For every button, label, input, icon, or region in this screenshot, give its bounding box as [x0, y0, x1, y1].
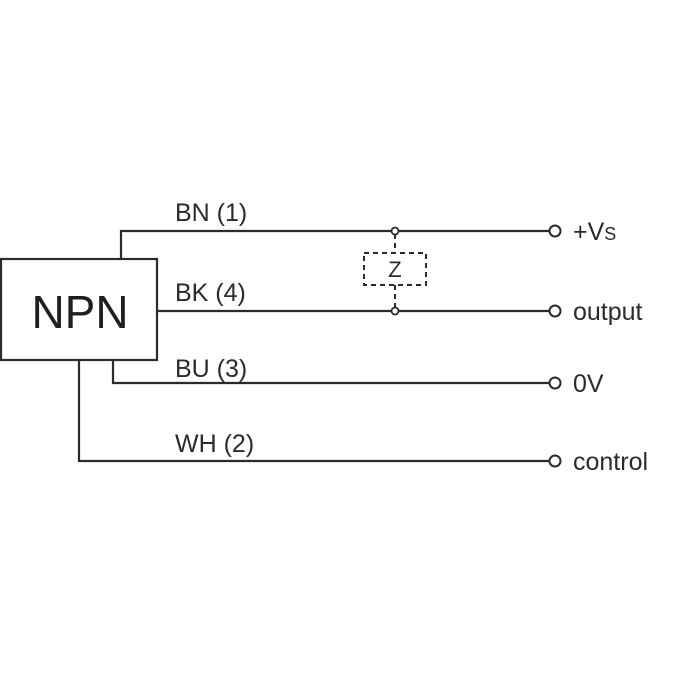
terminal-vs: [548, 224, 562, 238]
terminal-vs-label: +VS: [573, 218, 616, 246]
terminal-output: [548, 304, 562, 318]
terminal-0v-label: 0V: [573, 370, 604, 398]
wire-bk: BK (4) output: [157, 279, 643, 326]
wire-bn-label: BN (1): [175, 199, 247, 227]
wire-bu: BU (3) 0V: [111, 355, 604, 398]
npn-sensor-box: [0, 257, 159, 362]
wire-bn: BN (1) +VS: [119, 199, 616, 259]
junction-bk: [390, 306, 400, 316]
load-z: Z: [363, 226, 427, 316]
terminal-output-label: output: [573, 298, 643, 326]
junction-bn: [390, 226, 400, 236]
terminal-control: [548, 454, 562, 468]
wire-wh: WH (2) control: [77, 360, 648, 476]
terminal-0v: [548, 376, 562, 390]
npn-sensor-label: NPN: [31, 286, 128, 338]
wire-bk-label: BK (4): [175, 279, 246, 307]
wire-wh-label: WH (2): [175, 430, 254, 458]
terminal-control-label: control: [573, 448, 648, 476]
wire-bu-label: BU (3): [175, 355, 247, 383]
load-z-label: Z: [388, 257, 401, 282]
